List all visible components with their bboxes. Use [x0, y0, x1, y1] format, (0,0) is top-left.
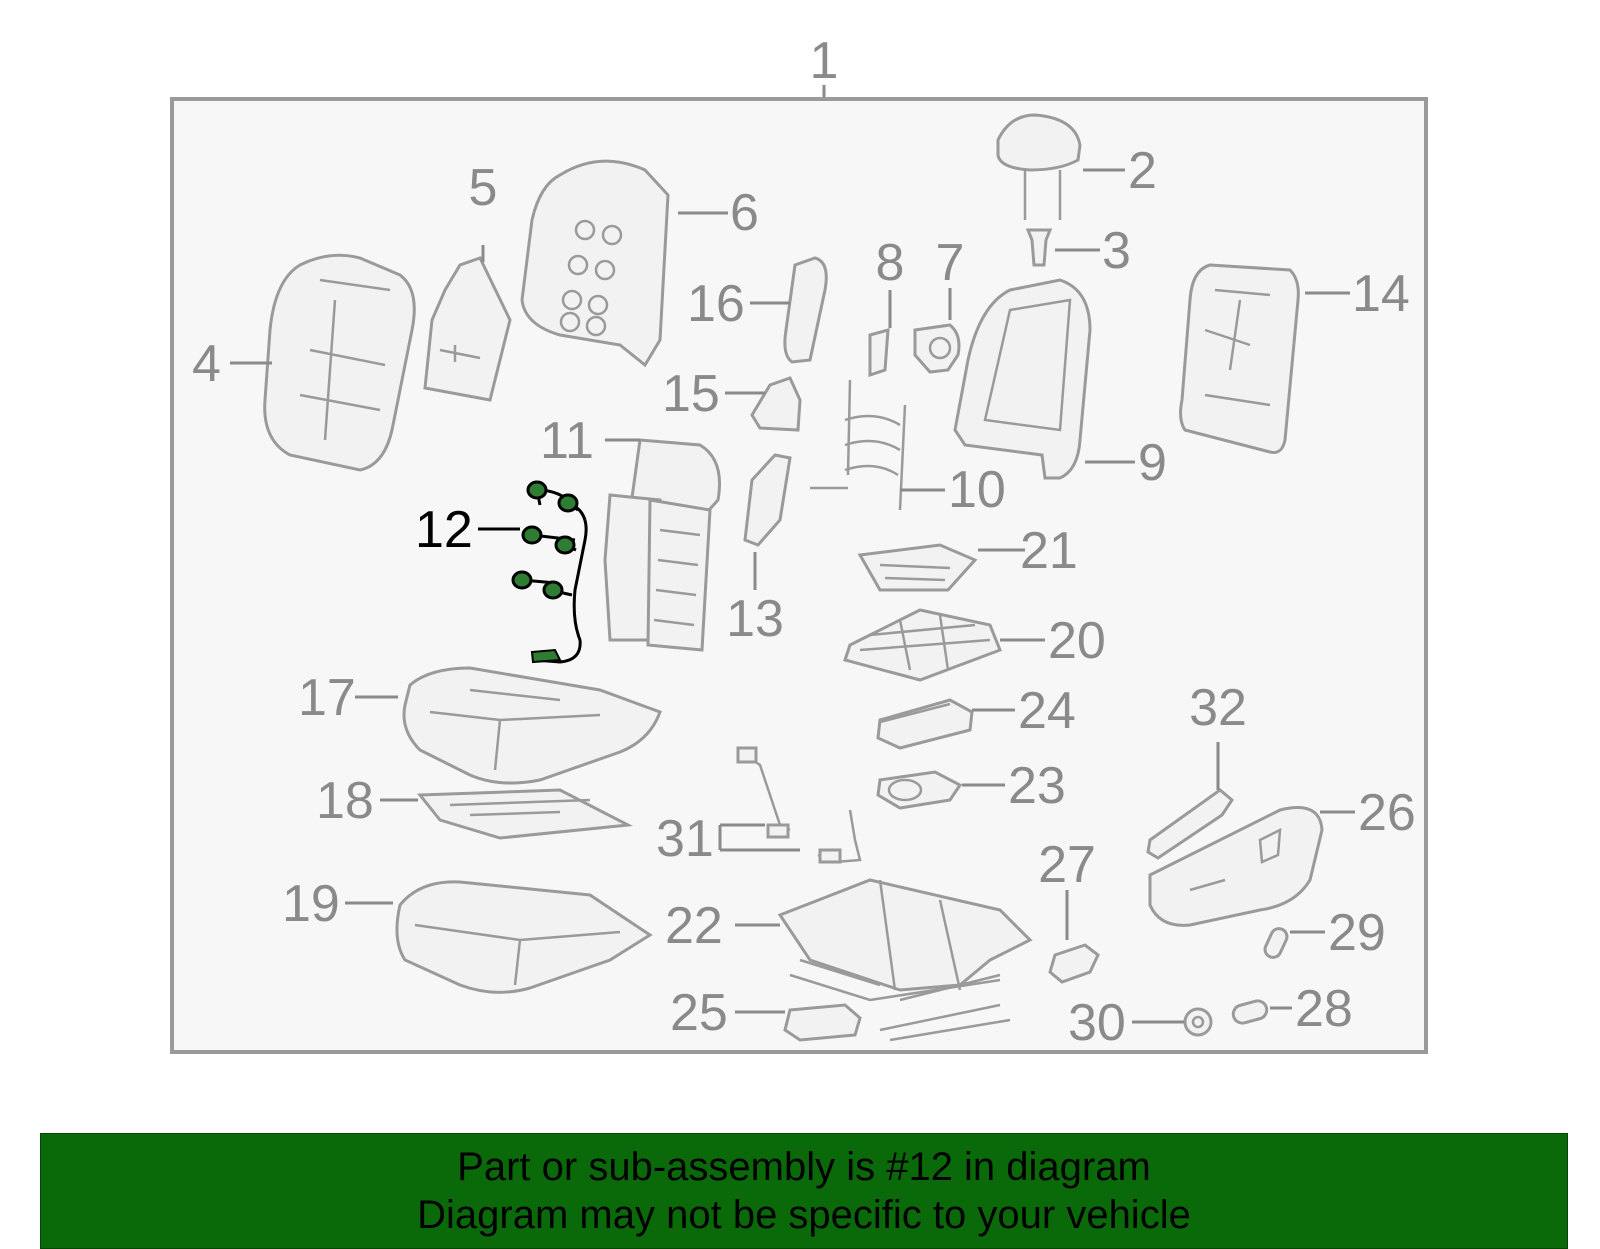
part-21-pad[interactable] — [857, 543, 978, 592]
label-11: 11 — [540, 412, 594, 470]
part-7-motor[interactable] — [913, 323, 961, 374]
part-30-knob[interactable] — [1183, 1007, 1213, 1037]
part-24-module[interactable] — [876, 698, 974, 750]
label-17: 17 — [298, 669, 356, 727]
label-25: 25 — [670, 984, 728, 1042]
leader-31 — [718, 823, 800, 852]
part-11-pad[interactable] — [603, 438, 722, 652]
part-25-module[interactable] — [783, 1003, 862, 1042]
label-16: 16 — [687, 275, 745, 333]
part-22-seat-adjuster[interactable] — [777, 878, 1033, 1042]
label-23: 23 — [1008, 757, 1066, 815]
part-13-side-trim[interactable] — [743, 453, 792, 547]
banner-line-1: Part or sub-assembly is #12 in diagram — [457, 1145, 1151, 1189]
label-13: 13 — [726, 590, 784, 648]
info-banner: Part or sub-assembly is #12 in diagram D… — [40, 1133, 1568, 1249]
part-18-mat[interactable] — [416, 788, 634, 840]
part-9-seatback-frame[interactable] — [953, 278, 1092, 480]
part-10-lumbar-support[interactable] — [810, 379, 907, 511]
label-24: 24 — [1018, 682, 1076, 740]
label-12: 12 — [415, 501, 473, 559]
label-18: 18 — [316, 772, 374, 830]
label-19: 19 — [282, 875, 340, 933]
banner-line-2: Diagram may not be specific to your vehi… — [417, 1193, 1191, 1237]
label-1: 1 — [810, 32, 839, 90]
part-8-clip[interactable] — [868, 327, 890, 378]
part-16-trim[interactable] — [783, 256, 828, 364]
label-28: 28 — [1295, 980, 1353, 1038]
part-31-harness[interactable] — [736, 746, 862, 864]
part-4-seatback-cover[interactable] — [263, 253, 416, 472]
part-3-guide[interactable] — [1025, 228, 1053, 267]
label-3: 3 — [1102, 222, 1131, 280]
part-23-motor[interactable] — [876, 770, 963, 810]
label-22: 22 — [665, 897, 723, 955]
part-15-bracket[interactable] — [750, 376, 802, 432]
part-29-knob[interactable] — [1262, 926, 1289, 960]
label-5: 5 — [469, 159, 498, 217]
label-9: 9 — [1138, 434, 1167, 492]
part-2-headrest[interactable] — [996, 113, 1082, 220]
label-14: 14 — [1352, 265, 1410, 323]
part-5-pad[interactable] — [423, 256, 512, 402]
leader-arrows — [230, 168, 1355, 1024]
part-27-switch[interactable] — [1048, 943, 1100, 984]
label-2: 2 — [1128, 142, 1157, 200]
part-19-cushion-pad[interactable] — [395, 880, 653, 994]
label-20: 20 — [1048, 612, 1106, 670]
label-4: 4 — [192, 335, 221, 393]
part-20-cushion-frame[interactable] — [843, 608, 1002, 682]
part-6-seatback-panel[interactable] — [520, 159, 670, 368]
label-26: 26 — [1358, 784, 1416, 842]
label-8: 8 — [876, 234, 905, 292]
label-6: 6 — [730, 184, 759, 242]
part-labels: 1 2 3 4 5 6 7 8 9 10 11 12 13 14 15 16 1… — [192, 32, 1416, 1052]
part-12-wire-harness[interactable] — [511, 480, 588, 664]
part-28-button[interactable] — [1231, 999, 1269, 1025]
part-32-trim[interactable] — [1146, 788, 1234, 860]
part-17-cushion-cover[interactable] — [402, 666, 662, 785]
label-21: 21 — [1020, 522, 1078, 580]
label-27: 27 — [1038, 836, 1096, 894]
label-29: 29 — [1328, 904, 1386, 962]
label-32: 32 — [1189, 679, 1247, 737]
label-30: 30 — [1068, 994, 1126, 1052]
part-14-back-panel[interactable] — [1179, 263, 1300, 454]
part-26-side-shield[interactable] — [1148, 806, 1324, 927]
label-10: 10 — [948, 461, 1006, 519]
label-15: 15 — [662, 365, 720, 423]
label-7: 7 — [936, 234, 965, 292]
label-31: 31 — [656, 810, 714, 868]
